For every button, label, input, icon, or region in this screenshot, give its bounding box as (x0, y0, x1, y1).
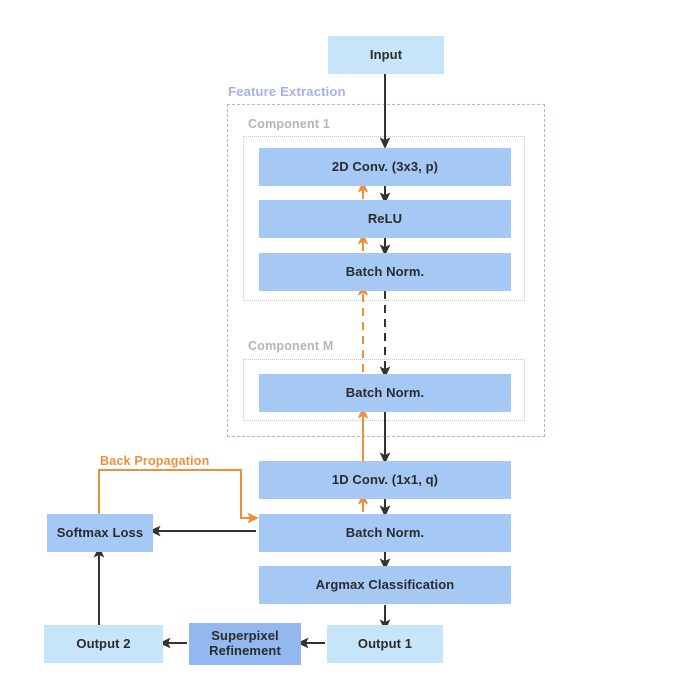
node-argmax-classification[interactable]: Argmax Classification (259, 566, 511, 604)
node-batchnorm-final[interactable]: Batch Norm. (259, 514, 511, 552)
component-m-label: Component M (248, 339, 334, 353)
back-propagation-label: Back Propagation (100, 454, 210, 468)
node-batchnorm-1[interactable]: Batch Norm. (259, 253, 511, 291)
node-relu[interactable]: ReLU (259, 200, 511, 238)
node-input[interactable]: Input (328, 36, 444, 74)
edge-backprop-path (98, 469, 259, 524)
feature-extraction-container (227, 104, 545, 437)
node-conv2d[interactable]: 2D Conv. (3x3, p) (259, 148, 511, 186)
node-output-2[interactable]: Output 2 (44, 625, 163, 663)
component-1-label: Component 1 (248, 117, 331, 131)
feature-extraction-label: Feature Extraction (228, 84, 346, 99)
superpixel-refinement-line-2: Refinement (209, 643, 281, 658)
node-superpixel-refinement[interactable]: Superpixel Refinement (189, 623, 301, 665)
superpixel-refinement-line-1: Superpixel (211, 628, 279, 644)
node-conv1d[interactable]: 1D Conv. (1x1, q) (259, 461, 511, 499)
node-softmax-loss[interactable]: Softmax Loss (47, 514, 153, 552)
node-output-1[interactable]: Output 1 (327, 625, 443, 663)
node-batchnorm-m[interactable]: Batch Norm. (259, 374, 511, 412)
